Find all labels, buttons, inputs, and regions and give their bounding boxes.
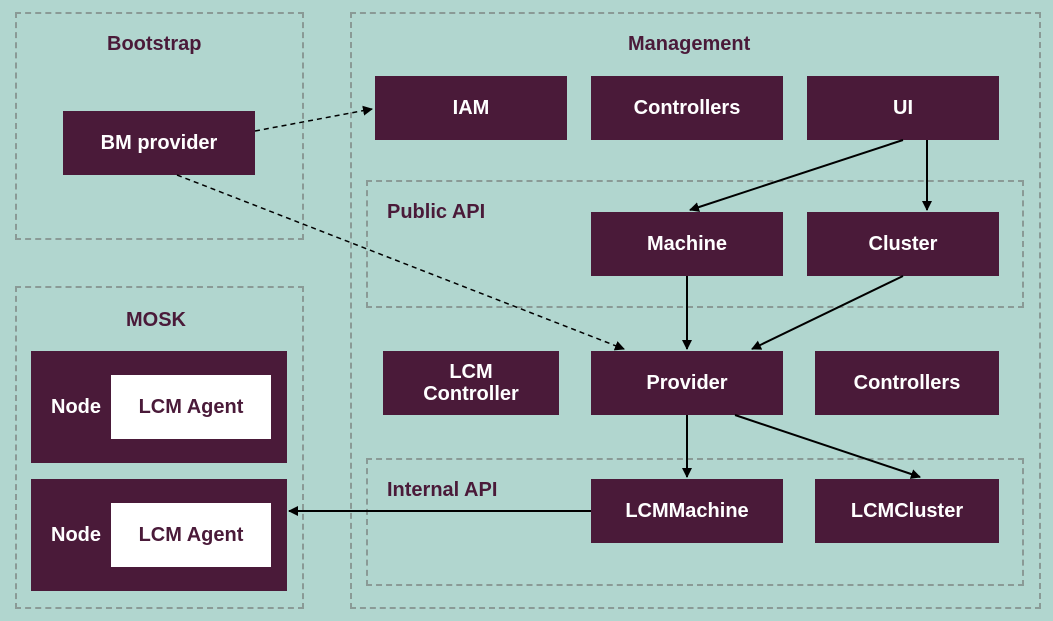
- cluster-box: Cluster: [807, 212, 999, 276]
- management-group-label: Management: [628, 33, 751, 55]
- lcm-agent-box-2: LCM Agent: [111, 503, 271, 567]
- lcm-cluster-label: LCMCluster: [850, 500, 964, 522]
- lcm-machine-box: LCMMachine: [591, 479, 783, 543]
- lcm-controller-label-line1: LCM: [449, 361, 493, 383]
- lcm-controller-box: LCM Controller: [383, 351, 559, 415]
- ui-box: UI: [807, 76, 999, 140]
- lcm-machine-label: LCMMachine: [625, 500, 749, 522]
- lcm-cluster-box: LCMCluster: [815, 479, 999, 543]
- lcm-agent-label-1: LCM Agent: [138, 395, 244, 418]
- internal-api-group-label: Internal API: [387, 479, 498, 501]
- node-label-2: Node: [51, 524, 101, 546]
- bootstrap-group-label: Bootstrap: [107, 33, 202, 55]
- machine-box: Machine: [591, 212, 783, 276]
- controllers-mid-box: Controllers: [815, 351, 999, 415]
- lcm-controller-label-line2: Controller: [423, 383, 519, 405]
- ui-label: UI: [893, 97, 913, 119]
- lcm-agent-box-1: LCM Agent: [111, 375, 271, 439]
- controllers-top-label: Controllers: [633, 97, 741, 119]
- iam-label: IAM: [452, 97, 490, 119]
- controllers-top-box: Controllers: [591, 76, 783, 140]
- bm-provider-box: BM provider: [63, 111, 255, 175]
- controllers-mid-label: Controllers: [853, 372, 961, 394]
- provider-box: Provider: [591, 351, 783, 415]
- mosk-group-label: MOSK: [126, 309, 186, 331]
- bm-provider-label: BM provider: [100, 132, 218, 154]
- lcm-agent-label-2: LCM Agent: [138, 523, 244, 546]
- machine-label: Machine: [646, 233, 728, 255]
- internal-api-group: [366, 458, 1024, 586]
- node-label-1: Node: [51, 396, 101, 418]
- mosk-group: [15, 286, 304, 609]
- public-api-group-label: Public API: [387, 201, 486, 223]
- cluster-label: Cluster: [868, 233, 938, 255]
- provider-label: Provider: [646, 372, 728, 394]
- iam-box: IAM: [375, 76, 567, 140]
